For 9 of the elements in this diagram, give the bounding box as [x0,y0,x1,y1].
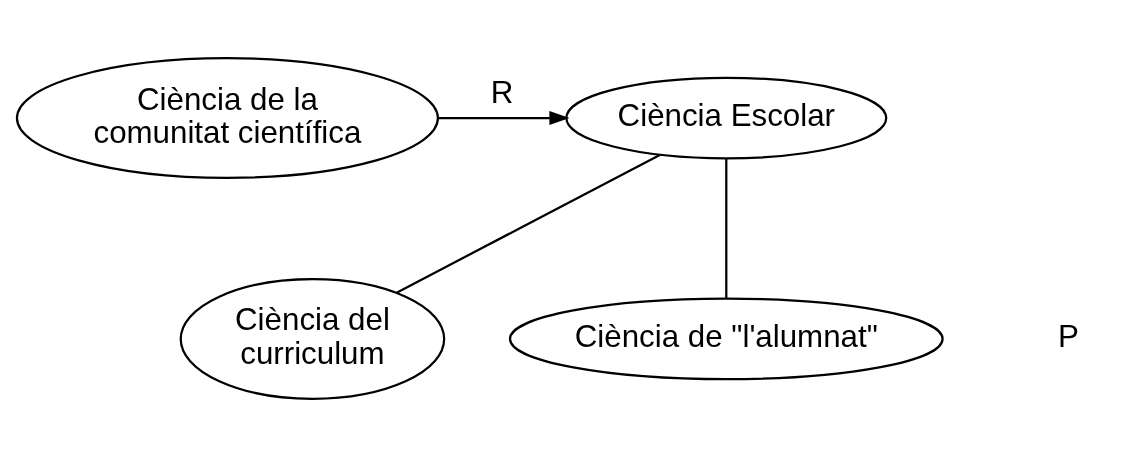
connector [396,154,661,294]
label: P [1058,319,1079,355]
connector [725,159,728,299]
node-ellipse: Ciència de "l'alumnat" [508,297,944,381]
edge-label: R [490,74,514,110]
arrow [438,111,570,126]
node-ellipse: Ciència del curriculum [179,278,446,400]
node-ellipse: Ciència Escolar [565,76,888,160]
node-ellipse: Ciència de la comunitat científica [15,57,440,179]
